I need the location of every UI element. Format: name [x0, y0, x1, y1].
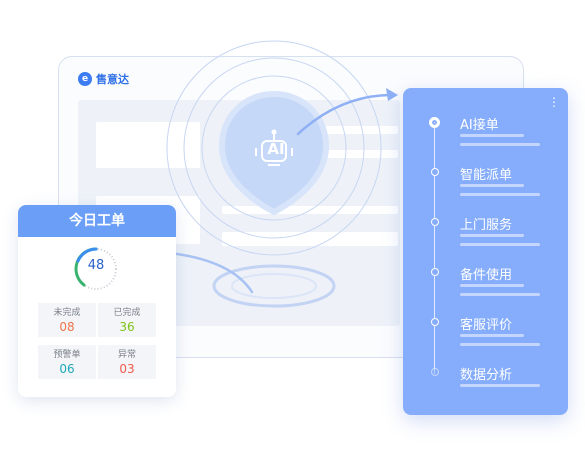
card-title: 今日工单 [18, 205, 176, 237]
menu-item-customer-review[interactable]: 客服评价 [460, 318, 513, 333]
timeline-node-icon [431, 268, 439, 276]
menu-item-spare-parts[interactable]: 备件使用 [460, 268, 513, 283]
menu-item-onsite-service[interactable]: 上门服务 [460, 218, 513, 233]
stat-label: 未完成 [53, 308, 81, 318]
timeline-node-icon [431, 318, 439, 326]
more-options-icon[interactable]: ⋮ [548, 95, 560, 109]
placeholder-bar [460, 134, 524, 137]
timeline-node-icon [431, 168, 439, 176]
stats-grid: 未完成 08 已完成 36 预警单 06 异常 03 [38, 303, 156, 381]
stat-finished: 已完成 36 [98, 303, 156, 337]
placeholder-bar [460, 334, 524, 337]
placeholder-bar [460, 184, 524, 187]
stat-unfinished: 未完成 08 [38, 303, 96, 337]
stat-warning: 预警单 06 [38, 345, 96, 379]
background-line [222, 232, 398, 246]
brand-mark-icon: e [78, 72, 92, 86]
gauge-value: 48 [87, 258, 105, 273]
brand-name: 售意达 [96, 73, 129, 86]
placeholder-bar [460, 243, 540, 246]
placeholder-bar [460, 193, 540, 196]
stat-label: 预警单 [53, 350, 81, 360]
stat-value: 03 [119, 362, 135, 376]
menu-item-smart-dispatch[interactable]: 智能派单 [460, 168, 513, 183]
placeholder-bar [460, 343, 540, 346]
today-orders-card: 今日工单 48 未完成 08 已完成 36 预警单 06 异常 03 [18, 205, 176, 397]
timeline-node-icon [431, 368, 439, 376]
stat-value: 06 [59, 362, 75, 376]
timeline-line [434, 122, 435, 374]
placeholder-bar [460, 384, 540, 387]
ai-badge: AI [267, 140, 285, 158]
stat-label: 异常 [117, 350, 136, 360]
placeholder-bar [460, 293, 540, 296]
menu-item-ai-order[interactable]: AI接单 [460, 118, 499, 133]
background-block [96, 122, 200, 168]
brand-logo: e 售意达 [78, 71, 129, 87]
timeline-node-active-icon [429, 117, 440, 128]
stat-value: 08 [59, 320, 75, 334]
timeline-node-icon [431, 218, 439, 226]
stat-value: 36 [119, 320, 135, 334]
placeholder-bar [460, 284, 524, 287]
stat-abnormal: 异常 03 [98, 345, 156, 379]
workflow-menu-panel [403, 88, 568, 415]
placeholder-bar [460, 234, 524, 237]
placeholder-bar [460, 143, 540, 146]
menu-item-data-analysis[interactable]: 数据分析 [460, 368, 513, 383]
progress-gauge [74, 247, 117, 290]
stat-label: 已完成 [113, 308, 141, 318]
